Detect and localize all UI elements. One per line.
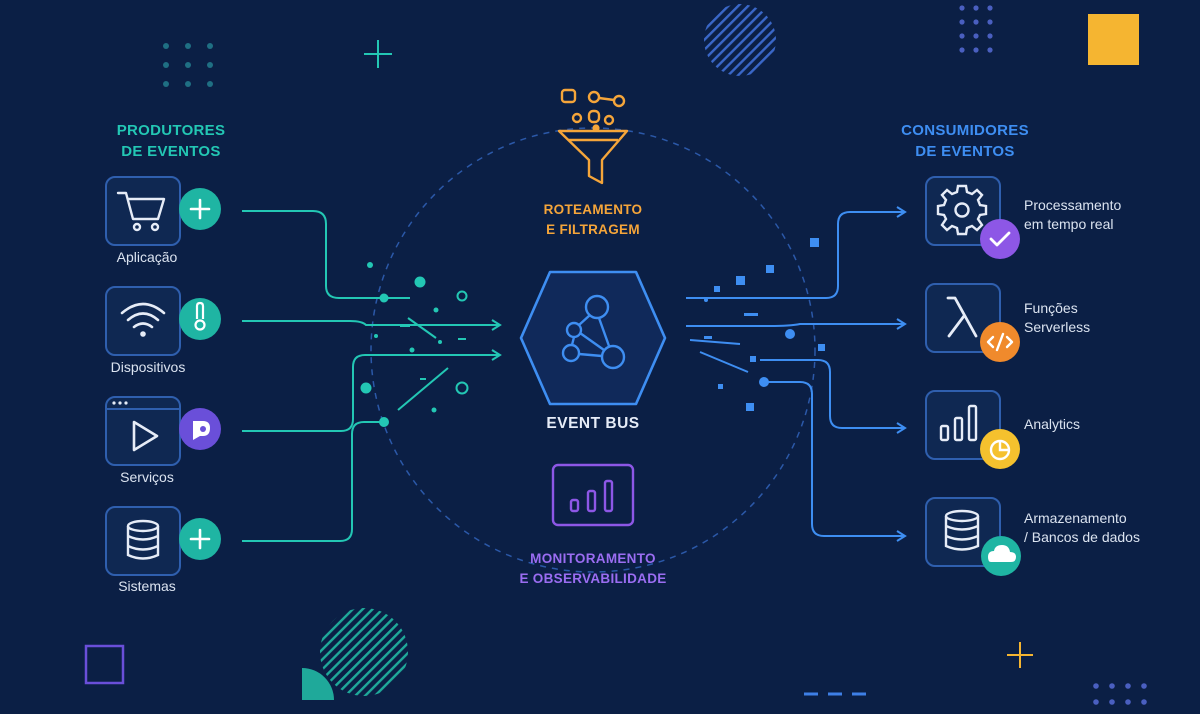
connection-processamento [686,206,907,299]
database-icon [126,519,160,560]
producer-particles [360,262,469,427]
wifi-icon [120,302,166,329]
producer-label-sistemas: Sistemas [118,578,176,594]
routing-title: ROTEAMENTO E FILTRAGEM [543,202,643,237]
gear-icon [936,184,988,236]
connection-armazenamento [764,381,907,542]
producer-card-sistemas [105,506,221,576]
filter-funnel-icon [557,88,629,185]
connection-analytics [760,359,907,434]
dot-grid-top-left [163,43,213,87]
shopping-cart-icon [116,191,166,232]
bar-chart-icon [939,404,978,442]
producer-label-dispositivos: Dispositivos [110,359,186,375]
outline-square-bottom-left [84,644,125,685]
producer-connections [242,210,502,542]
play-window-icon [132,420,159,452]
database-icon [944,509,980,551]
producer-card-servicos [105,396,221,466]
producers-heading: PRODUTORES DE EVENTOS [116,122,226,160]
consumer-card-analytics [925,390,1020,469]
yellow-square [1088,14,1139,65]
dot-grid-bottom-right [1093,683,1147,705]
event-bus-hub [519,270,667,406]
dot-grid-top-right [959,5,993,53]
producer-card-dispositivos [105,286,221,356]
event-bus-title: EVENT BUS [546,415,640,432]
consumer-connections [686,206,907,542]
consumer-label-funcoes: Funções Serverless [1024,300,1091,335]
connection-funcoes [686,318,907,330]
consumer-particles [704,238,825,411]
producer-label-aplicacao: Aplicação [116,249,178,265]
consumer-label-analytics: Analytics [1024,416,1081,432]
network-nodes-icon [561,294,626,370]
consumers-heading: CONSUMIDORES DE EVENTOS [901,122,1029,160]
connection-sistemas [242,421,386,542]
connection-servicos [242,349,502,432]
plus-decoration-bottom [1007,642,1033,668]
consumer-card-armazenamento [925,497,1021,576]
consumer-label-armazenamento: Armazenamento / Bancos de dados [1024,510,1140,545]
monitoring-bar-chart-icon [551,463,635,527]
consumer-card-processamento [925,176,1020,259]
quarter-circle-bottom [302,668,334,700]
connection-dispositivos [242,319,502,331]
consumer-label-processamento: Processamento em tempo real [1024,197,1122,232]
decorations [84,4,1147,705]
check-icon [980,219,1020,259]
thermometer-icon [179,298,221,340]
producer-card-aplicacao [105,176,221,246]
consumer-card-funcoes [925,283,1020,362]
producer-label-servicos: Serviços [120,469,174,485]
plus-decoration-top [364,40,392,68]
striped-circle-top [704,4,776,76]
connection-aplicacao [242,210,410,299]
lambda-icon [946,296,978,338]
striped-circle-bottom [320,608,408,696]
monitoring-title: MONITORAMENTO E OBSERVABILIDADE [519,551,667,586]
